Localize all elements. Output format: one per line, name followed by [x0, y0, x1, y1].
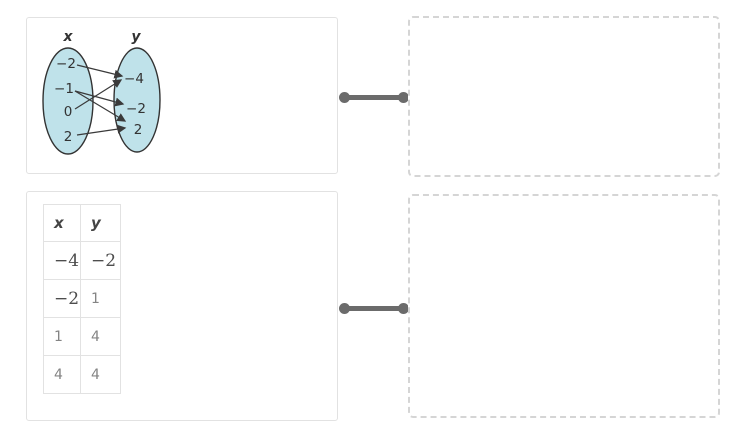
answer-dropzone-1[interactable] [408, 16, 720, 177]
mapping-arrow [76, 124, 127, 136]
table-header-row: x y [43, 204, 121, 242]
mapping-arrow [74, 79, 123, 110]
domain-element: −2 [56, 56, 76, 72]
match-connector-2 [339, 303, 409, 314]
domain-element: 0 [64, 104, 73, 120]
table-cell: −4 [43, 241, 81, 280]
mapping-arrow [74, 90, 125, 107]
table-header-y: y [80, 204, 121, 242]
mapping-arrow [74, 90, 127, 122]
domain-element: 2 [64, 129, 73, 145]
table-header-x: x [43, 204, 81, 242]
range-element: −2 [126, 101, 146, 117]
table-cell: 4 [43, 355, 81, 394]
table-cell: −2 [43, 279, 81, 318]
set-labels: −2 −1 0 2 −4 −2 2 [54, 56, 146, 145]
domain-title: x [62, 29, 73, 45]
mapping-diagram: x y −2 −1 0 2 −4 −2 2 [42, 29, 161, 155]
range-element: −4 [124, 71, 144, 87]
table-cell: 4 [80, 317, 121, 356]
domain-element: −1 [54, 81, 74, 97]
answer-dropzone-2[interactable] [408, 194, 720, 418]
mapping-arrows [74, 64, 127, 136]
range-title: y [131, 29, 141, 45]
range-element: 2 [134, 122, 143, 138]
domain-oval [42, 47, 94, 155]
mapping-diagram-card: x y −2 −1 0 2 −4 −2 2 [26, 17, 338, 174]
table-cell: 1 [43, 317, 81, 356]
mapping-arrow [76, 64, 124, 79]
table-cell: 4 [80, 355, 121, 394]
table-cell: 1 [80, 279, 121, 318]
table-row: −4−2 [43, 241, 121, 280]
table-cell: −2 [80, 241, 121, 280]
match-connector-1 [339, 92, 409, 103]
